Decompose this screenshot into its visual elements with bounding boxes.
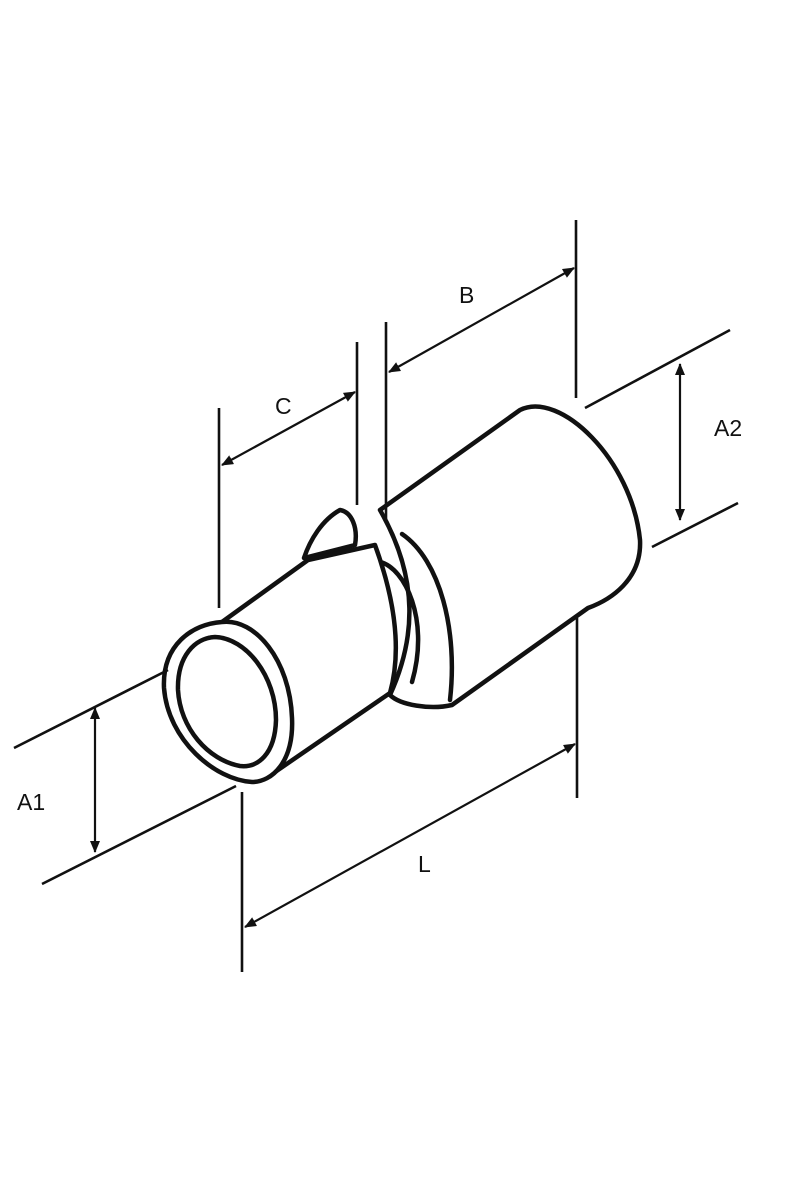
label-a2: A2	[714, 415, 742, 441]
a2-ext-bottom	[651, 501, 739, 549]
slot-notch	[301, 507, 358, 561]
dimension-arrows	[90, 267, 685, 928]
barrel-rim-inner	[175, 634, 279, 769]
l-dimension-arrow	[244, 743, 576, 928]
label-c: C	[275, 393, 292, 419]
label-l: L	[418, 851, 431, 877]
dimension-labels: A1 A2 B C L	[17, 282, 742, 877]
large-sleeve	[377, 404, 643, 710]
sleeve-shoulder-edge	[399, 531, 455, 703]
a1-ext-top	[13, 668, 169, 750]
sleeve-front-edge	[377, 559, 421, 685]
a1-ext-bottom	[41, 784, 237, 886]
a2-ext-top	[584, 328, 731, 410]
label-b: B	[459, 282, 474, 308]
label-a1: A1	[17, 789, 45, 815]
b-dimension-arrow	[388, 267, 575, 373]
terminal-body	[161, 404, 643, 785]
c-dimension-arrow	[221, 391, 356, 466]
